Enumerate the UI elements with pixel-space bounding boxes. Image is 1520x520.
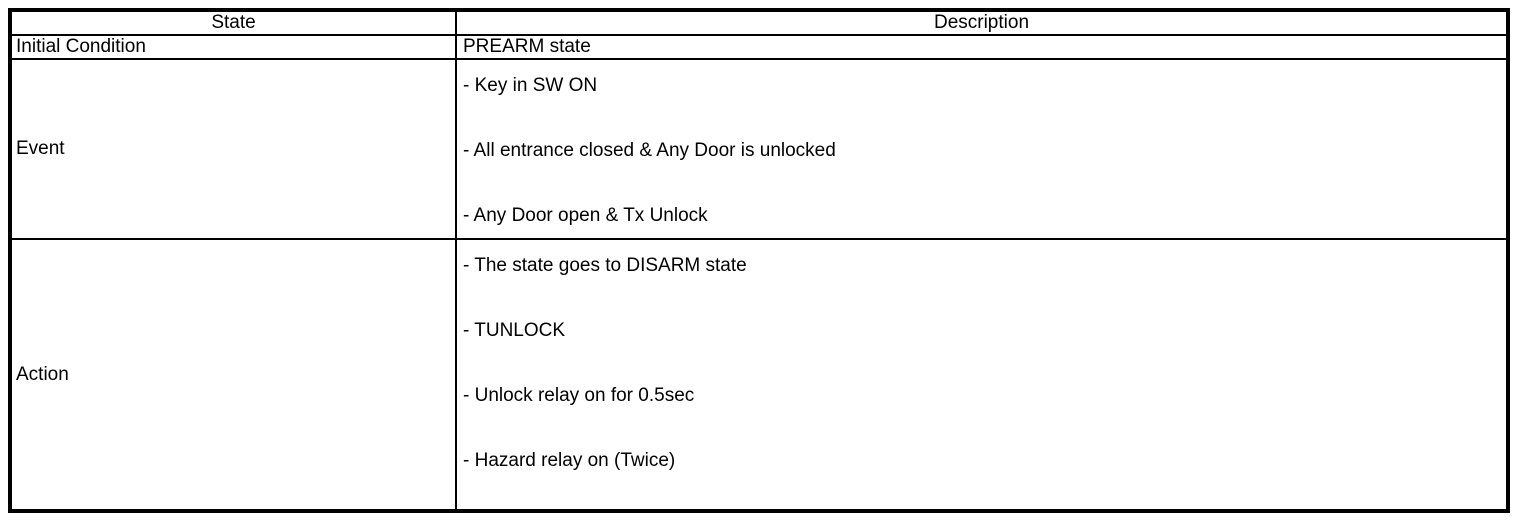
column-header-state: State — [12, 12, 455, 34]
description-line: - The state goes to DISARM state — [463, 255, 747, 276]
table-row-event: Event - Key in SW ON - All entrance clos… — [12, 58, 1506, 238]
description-line: - Any Door open & Tx Unlock — [463, 205, 708, 226]
column-header-description-label: Description — [933, 12, 1030, 33]
state-description-table: State Description Initial Condition PREA… — [8, 8, 1510, 513]
description-line: - Key in SW ON — [463, 75, 598, 96]
table-row-action: Action - The state goes to DISARM state … — [12, 238, 1506, 510]
description-line: - Hazard relay on (Twice) — [463, 450, 676, 471]
description-cell-event: - Key in SW ON - All entrance closed & A… — [455, 60, 1506, 238]
description-cell-action: - The state goes to DISARM state - TUNLO… — [455, 240, 1506, 510]
state-cell-action: Action — [12, 240, 455, 510]
state-cell-initial-condition: Initial Condition — [12, 36, 455, 58]
description-line: - All entrance closed & Any Door is unlo… — [463, 140, 836, 161]
description-line: PREARM state — [463, 36, 591, 57]
state-label: Event — [16, 138, 65, 159]
column-header-description: Description — [455, 12, 1506, 34]
description-line: - TUNLOCK — [463, 320, 566, 341]
table-row-initial-condition: Initial Condition PREARM state — [12, 34, 1506, 58]
table-header-row: State Description — [12, 12, 1506, 34]
description-line: - Unlock relay on for 0.5sec — [463, 385, 695, 406]
state-label: Initial Condition — [16, 36, 146, 57]
column-header-state-label: State — [211, 12, 256, 33]
state-cell-event: Event — [12, 60, 455, 238]
state-label: Action — [16, 364, 69, 385]
description-cell-initial-condition: PREARM state — [455, 36, 1506, 58]
